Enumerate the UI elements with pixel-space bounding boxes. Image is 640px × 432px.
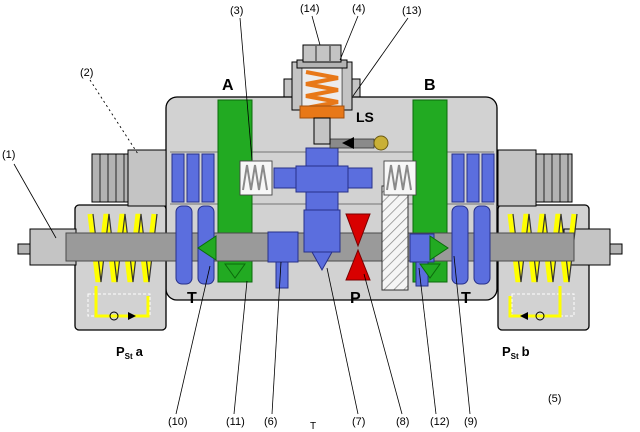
leader-lines [13,15,471,415]
red-throttle [345,213,371,281]
ls-passage [329,135,389,151]
callout-10: (10) [168,416,188,428]
callout-4: (4) [352,3,365,15]
relief-stem [313,117,331,145]
port-t-left-label: T [187,290,197,307]
hatched-piston [381,185,409,291]
ls-arrow [342,137,354,149]
callout-12: (12) [430,416,450,428]
center-flow-arrow [311,251,333,272]
a-to-tank-arrow [224,263,246,279]
flow-arrow-to-b [429,235,449,261]
b-to-tank-arrow [419,263,441,279]
callout-3: (3) [230,5,243,17]
port-ls-label: LS [356,109,374,125]
callout-6: (6) [264,416,277,428]
right-pilot-line [508,286,562,318]
adjustment-bolt-head [302,44,342,63]
green-flow-arrows [197,235,449,279]
callout-14: (14) [300,3,320,15]
callout-9: (9) [464,416,477,428]
port-t-bottom-label: T [310,421,316,432]
blue-spool-components [171,147,495,289]
right-check-valve-symbol [535,311,545,321]
right-orifice-symbol [520,312,528,320]
left-gland-rings [171,153,215,203]
right-bore-spring [386,164,412,191]
relief-spring-seat [299,105,345,119]
left-pilot-line [94,286,150,318]
callout-13: (13) [402,5,422,17]
port-a-label: A [222,77,234,94]
port-p-label: P [350,290,361,307]
bore-springs [239,160,417,196]
ls-ball [373,135,389,151]
relief-spring [305,70,339,110]
callout-labels: (1) (2) (3) (14) (4) (13) (10) (11) (6) … [2,3,561,428]
left-bore-spring [242,164,268,191]
upper-spool-piece-left [273,167,299,189]
callout-1: (1) [2,149,15,161]
callout-2: (2) [80,67,93,79]
pilot-circuits [87,286,575,321]
flow-arrow-to-a [197,235,217,261]
port-b-label: B [424,77,436,94]
left-fitting [91,149,167,207]
callout-11: (11) [226,416,245,428]
callout-8: (8) [396,416,409,428]
left-check-valve-symbol [109,311,119,321]
left-spool-land [175,205,193,285]
upper-spool-piece-right [347,167,373,189]
center-compensator [295,147,349,272]
right-spool-land [451,205,469,285]
left-orifice-symbol [128,312,136,320]
port-t-right-label: T [461,290,471,307]
left-metering-piece [267,231,299,263]
callout-5: (5) [548,393,561,405]
right-gland-rings [451,153,495,203]
relief-cartridge [291,44,353,145]
right-fitting [497,149,573,207]
callout-7: (7) [352,416,365,428]
right-spool-land-2 [473,205,491,285]
